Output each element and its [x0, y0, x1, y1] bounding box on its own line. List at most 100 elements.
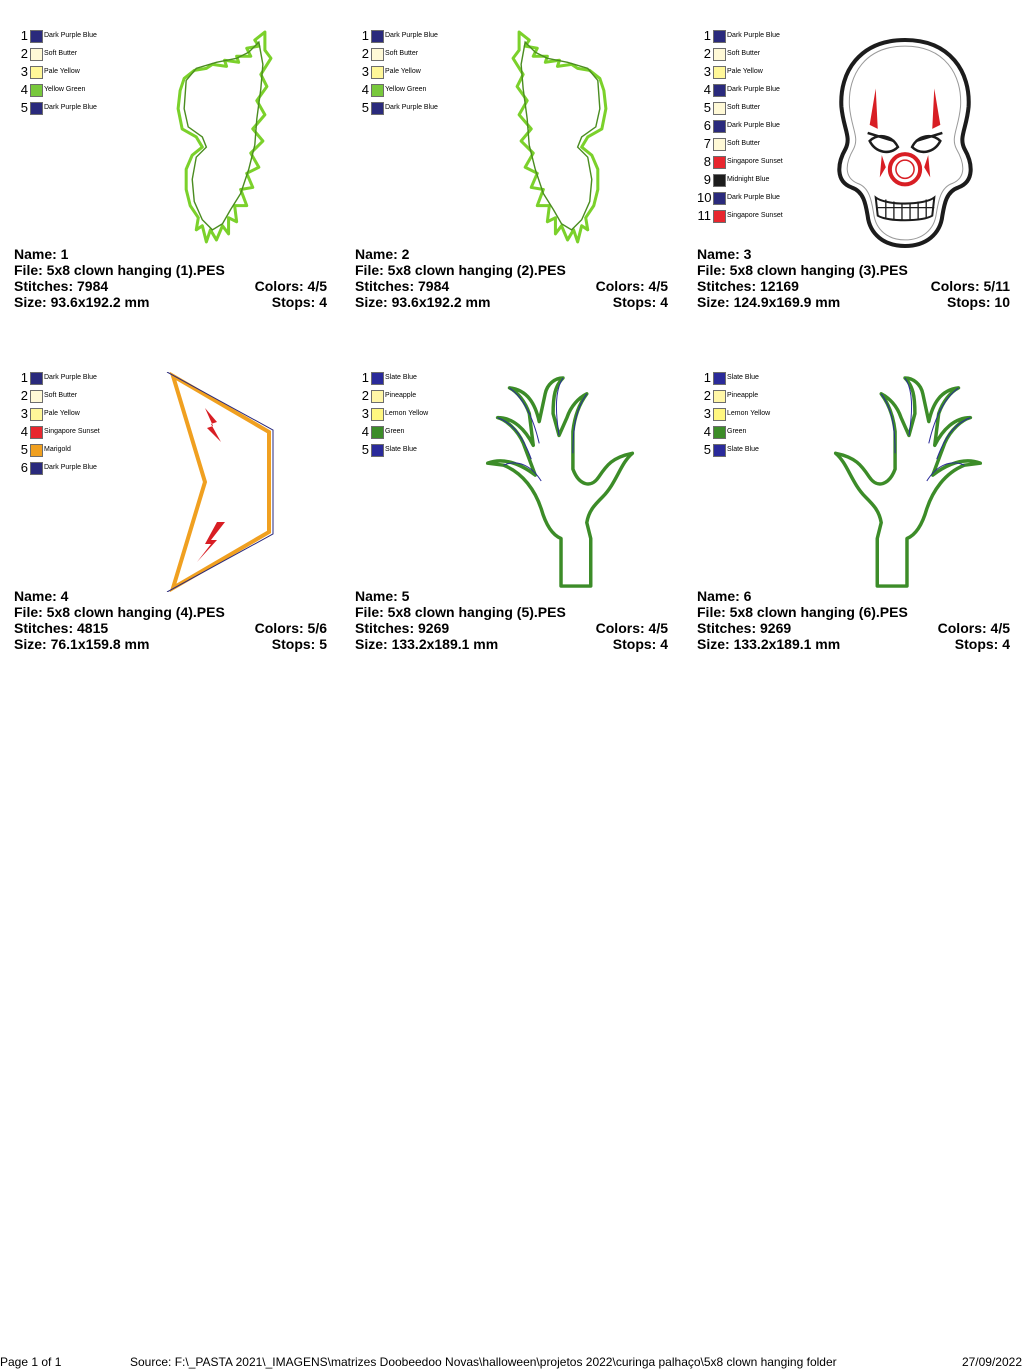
design-file: File: 5x8 clown hanging (3).PES	[697, 262, 908, 278]
thread-color-swatch	[30, 30, 43, 43]
thread-color-swatch	[713, 48, 726, 61]
thread-number: 3	[20, 406, 28, 421]
thread-number: 1	[20, 28, 28, 43]
design-size: Size: 93.6x192.2 mm	[14, 294, 150, 310]
thread-color-swatch	[30, 390, 43, 403]
thread-color-name: Dark Purple Blue	[44, 464, 97, 471]
thread-color-row: 1 Dark Purple Blue	[355, 28, 515, 46]
thread-color-swatch	[713, 426, 726, 439]
design-name: Name: 3	[697, 246, 752, 262]
thread-color-row: 3 Lemon Yellow	[697, 406, 857, 424]
thread-color-name: Pineapple	[385, 392, 417, 399]
thread-color-name: Singapore Sunset	[727, 212, 783, 219]
design-info: Name: 6 File: 5x8 clown hanging (6).PES …	[697, 588, 1010, 652]
thread-color-name: Slate Blue	[727, 446, 759, 453]
thread-number: 4	[703, 82, 711, 97]
thread-color-swatch	[713, 156, 726, 169]
thread-number: 6	[703, 118, 711, 133]
design-stitches: Stitches: 9269	[355, 620, 450, 636]
thread-color-name: Dark Purple Blue	[44, 374, 97, 381]
thread-color-swatch	[713, 138, 726, 151]
thread-number: 10	[697, 190, 712, 205]
thread-color-name: Soft Butter	[44, 50, 78, 57]
thread-color-name: Lemon Yellow	[727, 410, 771, 417]
thread-number: 4	[361, 424, 369, 439]
thread-number: 1	[361, 28, 369, 43]
design-file: File: 5x8 clown hanging (4).PES	[14, 604, 225, 620]
thread-number: 5	[703, 442, 711, 457]
thread-number: 1	[703, 370, 711, 385]
design-info: Name: 5 File: 5x8 clown hanging (5).PES …	[355, 588, 668, 652]
thread-number: 1	[703, 28, 711, 43]
thread-number: 8	[703, 154, 711, 169]
thread-color-swatch	[371, 66, 384, 79]
thread-number: 9	[703, 172, 711, 187]
thread-color-row: 5 Marigold	[14, 442, 174, 460]
thread-color-swatch	[371, 102, 384, 115]
thread-color-name: Dark Purple Blue	[727, 122, 780, 129]
thread-number: 5	[20, 442, 28, 457]
thread-number: 6	[20, 460, 28, 475]
thread-number: 2	[361, 388, 369, 403]
thread-color-row: 6 Dark Purple Blue	[14, 460, 174, 478]
thread-color-swatch	[30, 408, 43, 421]
thread-number: 5	[361, 442, 369, 457]
design-stitches: Stitches: 12169	[697, 278, 799, 294]
design-size: Size: 93.6x192.2 mm	[355, 294, 491, 310]
thread-color-swatch	[30, 66, 43, 79]
thread-color-name: Marigold	[44, 446, 71, 453]
thread-color-name: Dark Purple Blue	[385, 32, 438, 39]
thread-number: 11	[697, 208, 712, 223]
thread-number: 3	[703, 406, 711, 421]
thread-color-name: Pineapple	[727, 392, 759, 399]
thread-number: 3	[703, 64, 711, 79]
thread-color-name: Singapore Sunset	[44, 428, 100, 435]
design-colors: Colors: 5/11	[930, 278, 1010, 294]
thread-color-row: 4 Singapore Sunset	[14, 424, 174, 442]
thread-color-swatch	[713, 120, 726, 133]
thread-color-swatch	[30, 84, 43, 97]
thread-color-swatch	[713, 30, 726, 43]
design-file: File: 5x8 clown hanging (2).PES	[355, 262, 566, 278]
hair-right-design	[511, 30, 608, 244]
thread-color-name: Green	[727, 428, 747, 435]
design-colors: Colors: 4/5	[595, 620, 668, 636]
design-stops: Stops: 4	[954, 636, 1010, 652]
thread-number: 4	[20, 424, 28, 439]
thread-color-name: Pale Yellow	[44, 410, 80, 417]
thread-color-name: Yellow Green	[385, 86, 427, 93]
thread-color-swatch	[371, 408, 384, 421]
page-number: Page 1 of 1	[0, 1355, 62, 1369]
thread-color-row: 5 Slate Blue	[697, 442, 857, 460]
design-stitches: Stitches: 4815	[14, 620, 109, 636]
thread-number: 4	[703, 424, 711, 439]
thread-number: 3	[20, 64, 28, 79]
thread-color-row: 2 Pineapple	[355, 388, 515, 406]
design-size: Size: 124.9x169.9 mm	[697, 294, 841, 310]
thread-color-swatch	[30, 48, 43, 61]
design-stops: Stops: 4	[271, 294, 327, 310]
design-stops: Stops: 4	[612, 636, 668, 652]
design-info: Name: 1 File: 5x8 clown hanging (1).PES …	[14, 246, 327, 310]
